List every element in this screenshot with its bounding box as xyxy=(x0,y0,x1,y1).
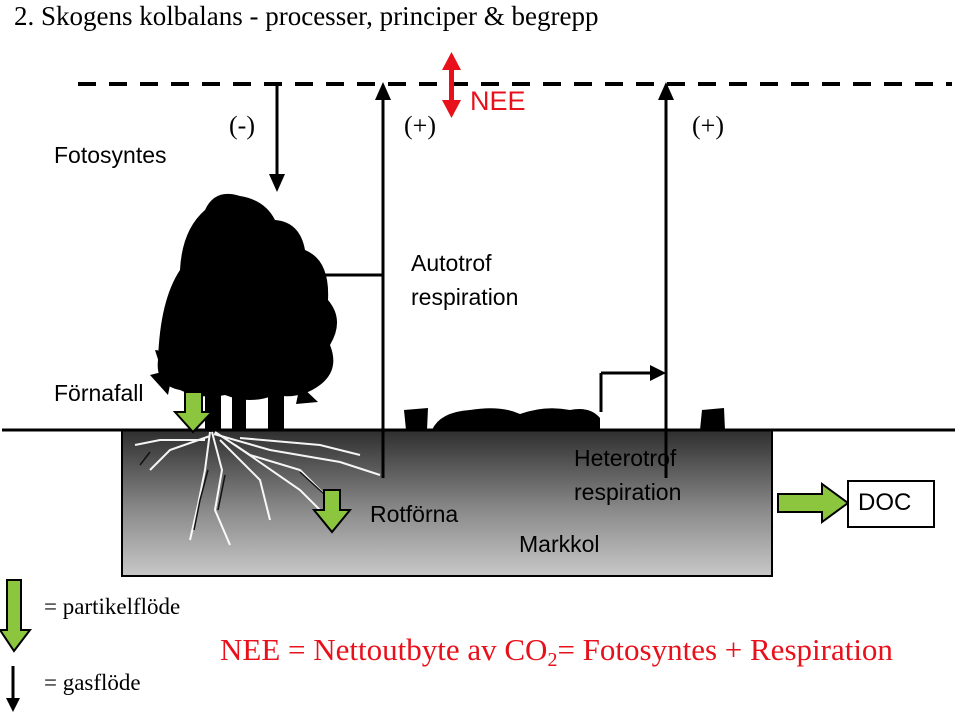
legend-particle-arrow xyxy=(0,579,33,653)
legend-gas-arrow xyxy=(6,666,20,712)
label-heterotrof-line1: Heterotrof xyxy=(574,445,677,471)
legend-particle-label: = partikelflöde xyxy=(44,594,181,619)
formula-part2: = Fotosyntes + Respiration xyxy=(557,632,893,667)
page-title: 2. Skogens kolbalans - processer, princi… xyxy=(14,1,599,31)
rotforna-arrow xyxy=(311,489,353,534)
label-autotrof-line2: respiration xyxy=(411,284,519,310)
sign-minus: (-) xyxy=(229,111,255,140)
nee-arrow xyxy=(442,52,461,118)
label-nee: NEE xyxy=(470,86,526,116)
particle-flux-arrows xyxy=(0,391,850,653)
label-heterotrof-line2: respiration xyxy=(574,479,682,505)
doc-arrow xyxy=(777,482,850,524)
label-doc: DOC xyxy=(858,489,912,516)
ground-litter xyxy=(404,408,725,430)
formula-subscript: 2 xyxy=(547,649,558,671)
fornafall-arrow xyxy=(172,391,215,434)
label-fornafall: Förnafall xyxy=(54,380,144,406)
nee-formula: NEE = Nettoutbyte av CO2= Fotosyntes + R… xyxy=(220,634,893,670)
roots xyxy=(134,431,381,546)
sign-plus-heterotrof: (+) xyxy=(692,111,724,140)
label-autotrof-line1: Autotrof xyxy=(411,250,492,276)
tree-group xyxy=(150,193,338,430)
soil-body xyxy=(121,429,773,577)
legend-gas-label: = gasflöde xyxy=(44,670,141,695)
label-rotforna: Rotförna xyxy=(370,501,459,527)
doc-box xyxy=(847,480,935,528)
label-markkol: Markkol xyxy=(519,531,600,557)
gas-flux-arrows xyxy=(269,82,674,478)
sign-plus-autotrof: (+) xyxy=(404,111,436,140)
roots-dark xyxy=(139,451,326,531)
label-fotosyntes: Fotosyntes xyxy=(54,142,167,168)
formula-part1: NEE = Nettoutbyte av CO xyxy=(220,632,548,667)
